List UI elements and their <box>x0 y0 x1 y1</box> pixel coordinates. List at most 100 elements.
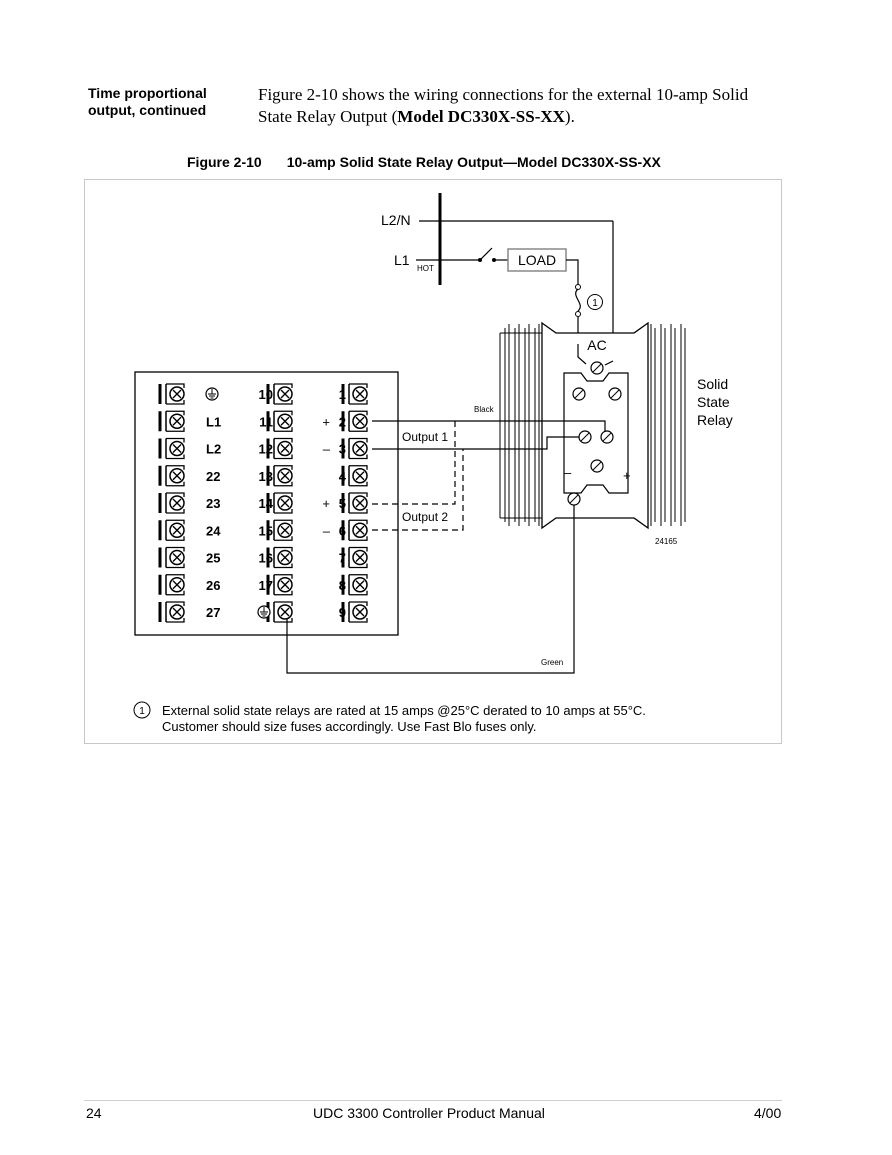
terminal-label-middle: 16 <box>259 551 273 566</box>
ac-wire-right <box>604 360 614 366</box>
terminal-screw-right-6 <box>341 519 368 541</box>
terminal-label-right: 3 <box>339 442 346 457</box>
terminal-screw-right-5 <box>341 492 368 514</box>
terminal-screw-left-1 <box>158 383 185 405</box>
terminal-screw-middle-4 <box>266 465 293 487</box>
output1-label: Output 1 <box>402 430 448 444</box>
l1-label: L1 <box>394 252 410 268</box>
output2-dashed-wire-plus <box>372 421 456 505</box>
terminal-label-left: 24 <box>206 523 221 538</box>
ground-icon <box>257 605 271 619</box>
terminal-label-left: 25 <box>206 551 220 566</box>
terminal-label-right: 4 <box>339 469 347 484</box>
ssr-label-line-1: Solid <box>697 376 728 392</box>
terminal-label-middle: 11 <box>259 414 273 429</box>
ssr-label-line-2: State <box>697 394 730 410</box>
fuse-note-callout <box>587 294 603 310</box>
relay-minus-label: – <box>564 465 572 480</box>
terminal-label-right: 9 <box>339 605 346 620</box>
model-number: Model DC330X-SS-XX <box>397 107 565 126</box>
terminal-label-left: 22 <box>206 469 220 484</box>
screw-terminal-icon <box>590 361 604 375</box>
terminal-screw-right-8 <box>341 574 368 596</box>
ac-wire-left <box>577 344 587 365</box>
terminal-label-right: 1 <box>339 387 346 402</box>
load-box: LOAD <box>507 248 567 272</box>
terminal-screw-middle-1 <box>266 383 293 405</box>
terminal-label-left: L1 <box>206 414 221 429</box>
terminal-polarity-label: + <box>322 414 330 429</box>
terminal-screw-right-4 <box>341 465 368 487</box>
screw-terminal-icon <box>567 492 581 506</box>
intro-line-1: Figure 2-10 shows the wiring connections… <box>258 85 749 104</box>
terminal-screw-middle-9 <box>266 601 293 623</box>
intro-line-2-end: ). <box>564 107 575 126</box>
switch-icon <box>478 247 508 262</box>
ground-icon <box>205 387 219 401</box>
terminal-screw-left-3 <box>158 437 185 460</box>
terminal-screw-middle-6 <box>266 519 293 541</box>
screw-terminal-icon <box>600 430 614 444</box>
wiring-diagram: L2/N L1 HOT LOAD 1 <box>133 193 733 734</box>
black-wire <box>372 420 606 431</box>
terminal-label-left: 23 <box>206 496 220 511</box>
terminal-screw-left-5 <box>158 492 185 514</box>
terminal-screw-left-2 <box>158 410 185 432</box>
side-heading-line-2: output, continued <box>88 102 207 118</box>
ac-label: AC <box>587 337 606 353</box>
terminal-screw-middle-7 <box>266 546 293 569</box>
figure-title: 10-amp Solid State Relay Output—Model DC… <box>286 154 661 170</box>
green-wire-label: Green <box>541 658 563 667</box>
relay-plus-label: + <box>623 468 631 483</box>
terminal-screw-left-6 <box>158 519 185 541</box>
side-heading: Time proportional output, continued <box>88 85 248 119</box>
note-callout-number: 1 <box>139 706 145 717</box>
terminal-label-middle: 12 <box>259 442 273 457</box>
note-line-1: External solid state relays are rated at… <box>162 703 646 718</box>
terminal-polarity-label: – <box>323 442 331 457</box>
terminal-screw-left-4 <box>158 465 185 487</box>
controller-terminal-block <box>134 371 399 636</box>
terminal-label-right: 5 <box>339 496 346 511</box>
figure-frame: L2/N L1 HOT LOAD 1 <box>84 179 782 744</box>
terminal-screw-left-9 <box>158 601 185 623</box>
terminal-screw-right-9 <box>341 601 368 623</box>
terminal-label-middle: 15 <box>259 523 273 538</box>
screw-terminal-icon <box>608 387 622 401</box>
terminal-label-left: L2 <box>206 442 221 457</box>
terminal-screw-left-8 <box>158 574 185 596</box>
footer-title: UDC 3300 Controller Product Manual <box>313 1105 545 1121</box>
terminal-screw-right-2 <box>341 410 368 432</box>
screw-terminal-icon <box>578 430 592 444</box>
terminal-screw-right-7 <box>341 546 368 569</box>
terminal-label-middle: 10 <box>259 387 273 402</box>
footer-date: 4/00 <box>754 1105 782 1121</box>
fuse-note-number: 1 <box>592 298 598 309</box>
figure-number: Figure 2-10 <box>187 154 262 170</box>
terminal-screw-middle-3 <box>266 437 293 460</box>
fuse-icon <box>575 284 581 317</box>
terminal-polarity-label: + <box>322 496 330 511</box>
output2-label: Output 2 <box>402 510 448 524</box>
screw-terminal-icon <box>572 387 586 401</box>
ssr-label-line-3: Relay <box>697 412 733 428</box>
load-to-fuse-wire <box>566 259 579 285</box>
hot-label: HOT <box>417 264 434 273</box>
intro-paragraph: Figure 2-10 shows the wiring connections… <box>258 84 798 128</box>
load-label: LOAD <box>518 252 556 268</box>
terminal-label-right: 6 <box>339 523 346 538</box>
terminal-polarity-label: – <box>323 523 331 538</box>
terminal-label-right: 8 <box>339 578 346 593</box>
side-heading-line-1: Time proportional <box>88 85 207 101</box>
note-callout <box>133 701 151 719</box>
terminal-label-middle: 14 <box>259 496 274 511</box>
terminal-screw-middle-2 <box>266 410 293 432</box>
terminal-screw-right-3 <box>341 437 368 460</box>
terminal-screw-left-7 <box>158 546 185 569</box>
footer-rule <box>84 1100 782 1101</box>
white-wire <box>372 436 579 450</box>
output2-dashed-wire-minus <box>372 449 464 531</box>
drawing-number: 24165 <box>655 537 678 546</box>
page-number: 24 <box>86 1105 102 1121</box>
terminal-label-right: 2 <box>339 414 346 429</box>
